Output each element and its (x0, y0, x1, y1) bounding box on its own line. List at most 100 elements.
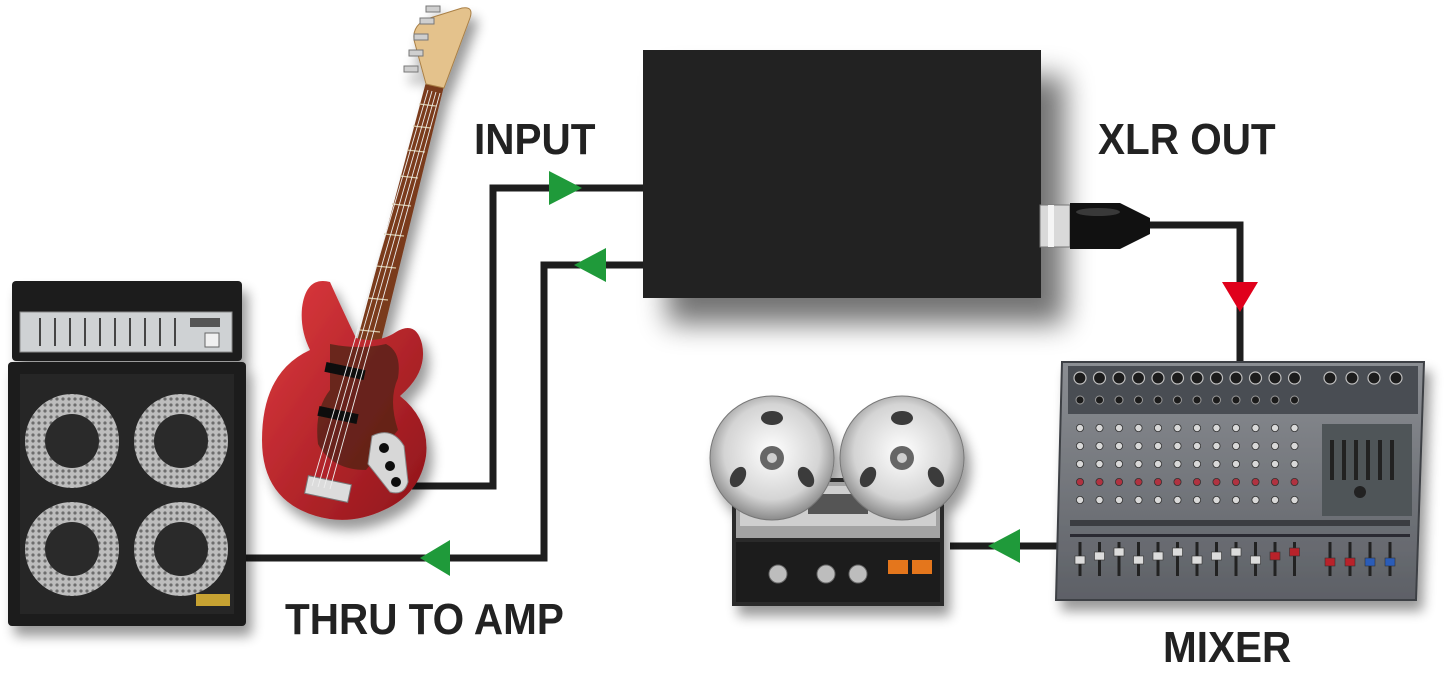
mixer-knob (1095, 459, 1104, 468)
mixer-knob (1271, 441, 1280, 450)
mixer-knob (1212, 441, 1221, 450)
mixer-xlr-jack (1367, 371, 1381, 385)
mixer-fader-cap (1364, 557, 1376, 567)
mixer-label: MIXER (1163, 623, 1292, 672)
mixer-knob (1173, 441, 1182, 450)
mixer-line-jack (1173, 395, 1182, 405)
signal-arrows (420, 171, 1258, 576)
mixer-knob (1115, 477, 1124, 486)
mixer-knob (1251, 441, 1260, 450)
mixer-knob (1134, 441, 1143, 450)
mixer-fader-cap (1172, 547, 1183, 557)
mixer-faders (1074, 542, 1396, 576)
mixer-knob (1076, 423, 1085, 432)
mixer-fader-cap (1344, 557, 1356, 567)
cable-xlr-to-mixer (1150, 221, 1244, 365)
arrow-xlr (1222, 282, 1258, 312)
mixer-fader-cap (1152, 551, 1164, 561)
mixer-knob (1232, 495, 1241, 504)
arrow-thru-amp (420, 540, 450, 576)
mixer-line-jack (1212, 395, 1221, 405)
arrow-recorder (988, 529, 1020, 563)
bass-amp-stack-icon (8, 281, 246, 626)
mixer-line-jack (1231, 395, 1241, 405)
mixer-xlr-jack (1092, 371, 1107, 385)
mixer-knob (1095, 441, 1104, 450)
reel-to-reel-recorder-icon (709, 395, 965, 606)
mixer-fader-cap (1094, 551, 1105, 561)
arrow-input (549, 171, 582, 205)
mixer-knob (1134, 423, 1143, 432)
mixer-knob (1134, 459, 1143, 468)
mixer-knob (1271, 495, 1280, 504)
mixer-knob (1251, 495, 1260, 504)
mixer-knob (1173, 459, 1182, 468)
mixer-xlr-jack (1323, 371, 1337, 385)
mixer-input-jacks (1073, 371, 1403, 405)
mixer-knob (1134, 495, 1143, 504)
mixer-knob (1290, 477, 1299, 486)
mixer-xlr-jack (1209, 371, 1224, 385)
mixer-knob (1154, 459, 1163, 468)
mixer-knob (1271, 423, 1280, 432)
bass-guitar-icon (262, 5, 472, 520)
mixer-knob (1290, 495, 1299, 504)
mixer-fader-cap (1074, 555, 1086, 565)
mixer-xlr-jack (1268, 371, 1282, 385)
mixer-knob (1212, 459, 1221, 468)
mixer-knob (1115, 459, 1124, 468)
mixer-fader-cap (1384, 557, 1396, 567)
mixer-line-jack (1114, 395, 1124, 405)
mixer-knob (1076, 477, 1085, 486)
mixer-xlr-jack (1151, 371, 1165, 385)
mixer-knob (1154, 441, 1163, 450)
mixer-fader-cap (1250, 555, 1261, 565)
mixer-knob (1076, 495, 1085, 504)
mixer-knob (1173, 477, 1182, 486)
mixer-knob (1154, 495, 1163, 504)
speaker-cone (25, 394, 119, 488)
mixer-knob (1232, 441, 1241, 450)
mixer-knob (1251, 423, 1260, 432)
mixer-fader-cap (1230, 547, 1242, 557)
mixer-knob (1290, 459, 1299, 468)
mixer-line-jack (1251, 395, 1260, 405)
speaker-cone (134, 394, 228, 488)
mixer-fader-track (1117, 542, 1121, 576)
mixer-xlr-jack (1131, 371, 1146, 385)
mixer-line-jack (1192, 395, 1202, 405)
mixer-xlr-jack (1287, 371, 1302, 385)
mixer-fader-cap (1211, 551, 1222, 561)
mixer-knob (1290, 441, 1299, 450)
di-box-icon (643, 50, 1041, 298)
mixer-xlr-jack (1389, 371, 1403, 385)
mixer-knob (1076, 441, 1085, 450)
mixer-fader-cap (1191, 555, 1203, 565)
mixer-xlr-jack (1190, 371, 1204, 385)
mixer-knob (1212, 495, 1221, 504)
mixer-knob (1232, 459, 1241, 468)
mixer-knob (1115, 423, 1124, 432)
mixer-fader-cap (1113, 547, 1125, 557)
mixer-xlr-jack (1248, 371, 1263, 385)
mixer-fader-track (1176, 542, 1179, 576)
mixer-knob (1173, 423, 1182, 432)
mixer-knob (1193, 459, 1202, 468)
xlr-connector-icon (1039, 203, 1150, 249)
mixer-xlr-jack (1229, 371, 1243, 385)
mixer-knob (1232, 423, 1241, 432)
mixer-console-icon (1054, 361, 1426, 601)
mixer-xlr-jack (1112, 371, 1126, 385)
arrow-thru (574, 248, 606, 282)
xlr-out-label: XLR OUT (1098, 115, 1276, 164)
mixer-xlr-jack (1073, 371, 1087, 385)
mixer-knob (1271, 477, 1280, 486)
mixer-knob (1076, 459, 1085, 468)
mixer-xlr-jack (1170, 371, 1185, 385)
mixer-fader-track (1293, 542, 1296, 576)
mixer-knob (1251, 459, 1260, 468)
mixer-knob (1290, 423, 1299, 432)
mixer-line-jack (1153, 395, 1163, 405)
mixer-knob (1154, 477, 1163, 486)
